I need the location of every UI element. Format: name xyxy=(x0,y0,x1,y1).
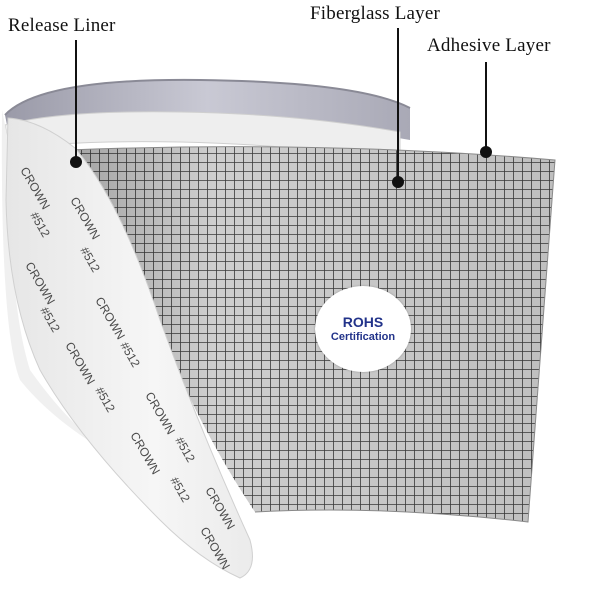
rohs-badge-title: ROHS xyxy=(342,314,384,330)
roll-body-liner xyxy=(1,110,141,470)
adhesive-callout-dot xyxy=(480,146,492,158)
release-liner-sheet xyxy=(5,117,253,579)
adhesive-layer-label: Adhesive Layer xyxy=(427,35,551,56)
release-liner-callout-dot xyxy=(70,156,82,168)
rohs-badge: ROHS Certification xyxy=(315,286,411,372)
release-liner-label: Release Liner xyxy=(8,15,116,36)
fiberglass-callout-dot xyxy=(392,176,404,188)
fiberglass-layer-label: Fiberglass Layer xyxy=(310,3,441,24)
rohs-badge-subtitle: Certification xyxy=(330,331,396,343)
roll-rim xyxy=(4,78,411,116)
